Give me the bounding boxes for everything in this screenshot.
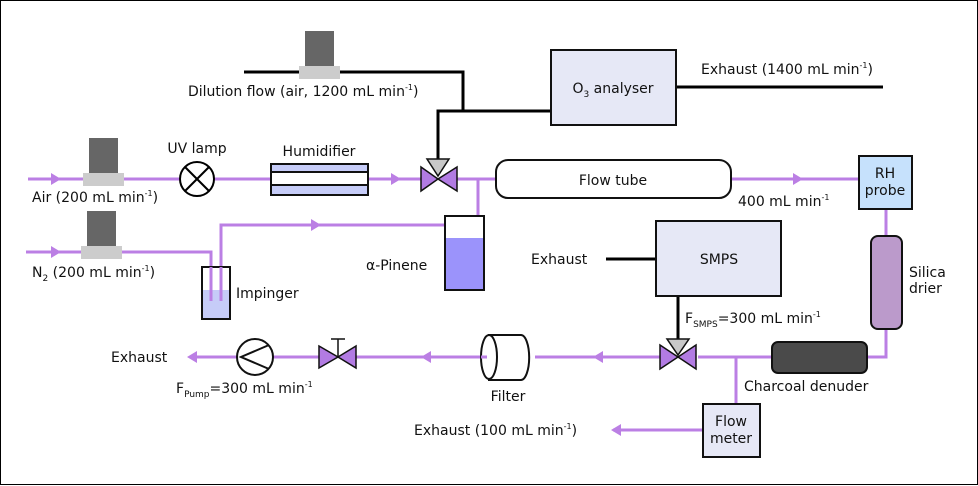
f-smps-label: FSMPS=300 mL min-1 bbox=[685, 310, 821, 330]
humidifier-core bbox=[270, 171, 369, 186]
mfc-n2 bbox=[81, 211, 122, 259]
valve-actuator bbox=[665, 338, 691, 357]
humidifier-label: Humidifier bbox=[283, 144, 356, 160]
flow-meter-box bbox=[702, 403, 761, 458]
three-way-valve-inlet bbox=[420, 158, 458, 193]
f-pump-label: FPump=300 mL min-1 bbox=[176, 380, 313, 400]
uv-lamp-label: UV lamp bbox=[167, 141, 226, 157]
filter-body bbox=[488, 334, 531, 381]
rh-probe-label-2: probe bbox=[865, 183, 905, 199]
pinene-vessel bbox=[444, 215, 485, 291]
arrow-left-icon bbox=[421, 351, 431, 363]
needle-valve bbox=[318, 338, 357, 370]
three-way-valve-outlet bbox=[659, 338, 697, 371]
impinger-vessel bbox=[201, 266, 231, 320]
flow-arrows bbox=[51, 173, 803, 436]
flow-meter-label-1: Flow bbox=[715, 414, 747, 430]
silica-to-denuder-pipe bbox=[867, 329, 888, 359]
impinger-label: Impinger bbox=[236, 286, 299, 302]
rh-probe-label-1: RH bbox=[875, 166, 895, 182]
arrow-right-icon bbox=[793, 173, 803, 185]
valve-right-wing bbox=[336, 344, 357, 370]
smps-box bbox=[655, 220, 782, 297]
arrow-right-icon bbox=[391, 173, 401, 185]
mfc-body bbox=[89, 138, 118, 174]
arrow-right-icon bbox=[311, 219, 321, 231]
dilution-gas-line bbox=[244, 70, 883, 339]
o3-analyser-label: O3 analyser bbox=[572, 81, 653, 100]
valve-right-wing bbox=[436, 165, 458, 193]
pump bbox=[236, 338, 274, 376]
flow-tube bbox=[495, 159, 732, 199]
charcoal-denuder bbox=[771, 341, 868, 374]
charcoal-denuder-label: Charcoal denuder bbox=[744, 379, 869, 395]
mfc-base bbox=[81, 246, 122, 259]
mfc-body bbox=[87, 211, 116, 247]
alpha-pinene-vessel bbox=[444, 215, 485, 291]
arrow-left-icon bbox=[593, 351, 603, 363]
humidifier bbox=[270, 163, 369, 196]
mfc-air bbox=[83, 138, 124, 186]
smps-label: SMPS bbox=[700, 252, 738, 268]
smps-exhaust-label: Exhaust bbox=[531, 252, 588, 268]
pinene-liquid bbox=[445, 238, 484, 290]
exhaust-1400-label: Exhaust (1400 mL min-1) bbox=[701, 61, 873, 78]
impinger-liquid bbox=[202, 290, 230, 319]
mfc-body bbox=[305, 31, 334, 67]
o3-analyser-box bbox=[550, 49, 677, 126]
uv-lamp bbox=[179, 161, 215, 197]
silica-label-2: drier bbox=[909, 281, 942, 297]
silica-label-1: Silica bbox=[909, 265, 946, 281]
valve-left-wing bbox=[659, 343, 680, 371]
alpha-pinene-label: α-Pinene bbox=[366, 258, 427, 274]
silica-drier bbox=[870, 235, 903, 330]
dilution-flow-label: Dilution flow (air, 1200 mL min-1) bbox=[188, 83, 418, 100]
arrow-right-icon bbox=[51, 173, 61, 185]
flow-meter-label-2: meter bbox=[710, 431, 752, 447]
pump-exhaust-label: Exhaust bbox=[111, 350, 168, 366]
valve-left-wing bbox=[318, 344, 340, 370]
valve-left-wing bbox=[420, 165, 440, 193]
mfc-base bbox=[299, 66, 340, 79]
impinger bbox=[201, 266, 231, 320]
valve-right-wing bbox=[676, 343, 697, 371]
arrow-right-icon bbox=[51, 246, 61, 258]
air-inlet-label: Air (200 mL min-1) bbox=[32, 189, 158, 206]
arrow-left-icon bbox=[187, 351, 197, 363]
valve-actuator bbox=[425, 158, 451, 178]
flow-400-label: 400 mL min-1 bbox=[738, 193, 829, 210]
filter-label: Filter bbox=[491, 389, 526, 405]
mfc-dilution bbox=[299, 31, 340, 79]
mfc-base bbox=[83, 173, 124, 186]
exhaust-100-label: Exhaust (100 mL min-1) bbox=[414, 422, 577, 439]
filter bbox=[480, 334, 531, 381]
rh-probe-box bbox=[858, 155, 913, 210]
arrow-left-icon bbox=[611, 424, 621, 436]
n2-inlet-label: N2 (200 mL min-1) bbox=[32, 264, 155, 284]
flow-tube-label: Flow tube bbox=[579, 173, 647, 189]
